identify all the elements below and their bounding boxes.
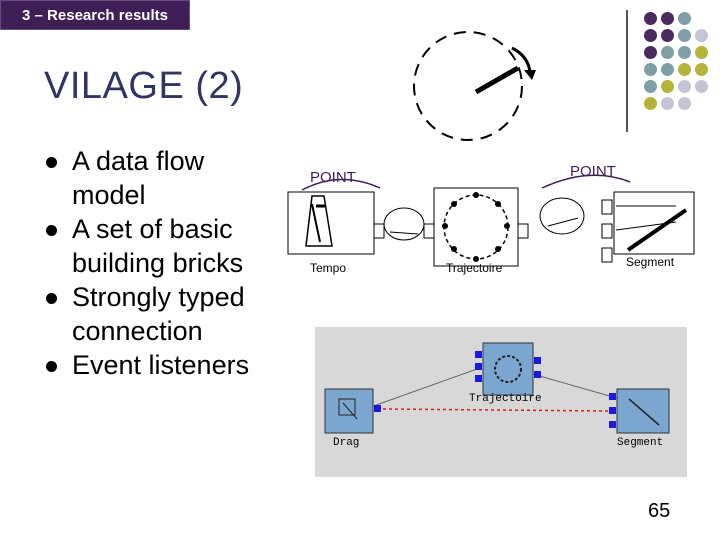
trajectoire-node-icon: [494, 355, 522, 383]
trajectoire-connector-bubble: [539, 197, 585, 235]
trajectoire-in-port: [423, 223, 435, 239]
segment-node-icon: [628, 398, 660, 426]
segment-port: [601, 199, 613, 215]
divider-line: [626, 10, 628, 132]
trajectoire-node[interactable]: [482, 342, 534, 396]
trajectoire-connector-line: [547, 217, 579, 227]
bullet-item: A data flow model: [44, 144, 276, 212]
node-port: [475, 375, 482, 382]
section-tag: 3 – Research results: [0, 0, 190, 30]
tempo-label: Tempo: [310, 261, 346, 275]
bullet-line: Strongly typed: [72, 282, 245, 312]
node-port: [609, 407, 616, 414]
screenshot-trajectoire-label: Trajectoire: [469, 393, 542, 405]
bullet-item: Event listeners: [44, 348, 276, 382]
bullet-dot-icon: [46, 361, 57, 372]
bullet-item: Strongly typed connection: [44, 280, 276, 348]
drag-node-icon: [338, 398, 356, 416]
trajectory-point: [473, 256, 479, 262]
dot: [678, 97, 691, 110]
trajectoire-block: [433, 187, 519, 267]
screenshot-drag-label: Drag: [333, 437, 359, 449]
bullet-line: A data flow: [72, 146, 205, 176]
slide-title: VILAGE (2): [44, 65, 244, 107]
bullet-line: Event listeners: [72, 350, 250, 380]
trajectory-point: [504, 223, 510, 229]
bullet-dot-icon: [46, 225, 57, 236]
dot: [678, 63, 691, 76]
dot: [695, 80, 708, 93]
bullet-dot-icon: [46, 157, 57, 168]
node-port: [374, 405, 381, 412]
node-port: [609, 421, 616, 428]
dot: [678, 46, 691, 59]
dot: [695, 29, 708, 42]
tempo-connector-line: [389, 231, 419, 235]
trajectory-point: [495, 246, 501, 252]
page-number: 65: [648, 500, 671, 522]
trajectory-point: [451, 201, 457, 207]
bullet-list: A data flow model A set of basic buildin…: [44, 144, 276, 382]
dot: [678, 80, 691, 93]
bullet-line: A set of basic: [72, 214, 233, 244]
node-port: [475, 351, 482, 358]
node-port: [609, 393, 616, 400]
dot: [661, 46, 674, 59]
red-link-line: [382, 408, 610, 412]
clock-hand: [474, 65, 520, 95]
link-line: [364, 368, 478, 410]
dot: [678, 12, 691, 25]
point-curve-right: [541, 174, 631, 189]
dot: [644, 63, 657, 76]
node-port: [534, 371, 541, 378]
bullet-line: building bricks: [72, 248, 244, 278]
trajectory-point: [495, 201, 501, 207]
metronome-arm: [311, 203, 321, 243]
screenshot-segment-label: Segment: [617, 437, 663, 449]
dot: [695, 63, 708, 76]
drag-node-icon-line: [342, 402, 358, 420]
dot: [695, 46, 708, 59]
dot: [661, 63, 674, 76]
arrow-head-icon: [524, 70, 536, 80]
bullet-dot-icon: [46, 293, 57, 304]
segment-block: [613, 191, 695, 255]
node-port: [475, 363, 482, 370]
dot: [644, 12, 657, 25]
trajectory-point: [442, 223, 448, 229]
application-screenshot: Trajectoire Drag Segment: [315, 327, 687, 477]
tempo-connector-bubble: [383, 207, 425, 241]
data-flow-diagram: POINT POINT Tempo Trajectoire Segment: [287, 31, 695, 275]
dot: [661, 12, 674, 25]
dot: [661, 97, 674, 110]
bullet-item: A set of basic building bricks: [44, 212, 276, 280]
segment-port: [601, 223, 613, 239]
trajectoire-label: Trajectoire: [446, 261, 503, 275]
trajectory-point: [473, 192, 479, 198]
segment-label: Segment: [626, 255, 675, 269]
node-port: [534, 357, 541, 364]
dot: [644, 80, 657, 93]
dot: [661, 29, 674, 42]
bullet-line: model: [72, 180, 146, 210]
segment-port: [601, 247, 613, 263]
drag-node[interactable]: [324, 388, 374, 434]
bullet-line: connection: [72, 316, 203, 346]
decorative-dot-grid: [640, 10, 712, 110]
segment-bar: [626, 208, 688, 252]
dot: [661, 80, 674, 93]
dot: [644, 46, 657, 59]
dot: [644, 97, 657, 110]
point-curve-left: [301, 178, 381, 191]
rotation-arrow: [511, 46, 532, 73]
dashed-circle: [413, 31, 523, 141]
tempo-port: [373, 223, 385, 239]
trajectory-point: [451, 246, 457, 252]
dot: [678, 29, 691, 42]
dot: [644, 29, 657, 42]
trajectoire-out-port: [517, 223, 529, 239]
